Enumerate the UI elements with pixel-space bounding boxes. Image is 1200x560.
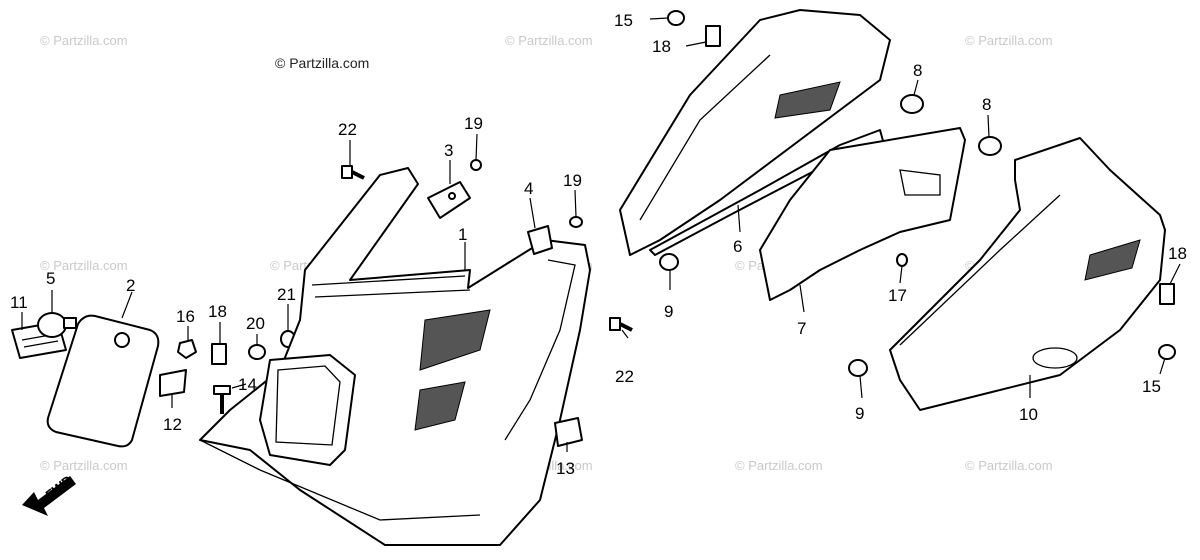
- watermark: © Partzilla.com: [965, 458, 1053, 473]
- part-9-nut-upper: [659, 253, 679, 271]
- callout-15-right: 15: [1142, 377, 1161, 396]
- part-16-nut: [177, 339, 197, 359]
- callout-2: 2: [126, 276, 135, 295]
- part-8-grommet-right: [978, 136, 1002, 156]
- callout-18-right: 18: [1168, 244, 1187, 263]
- part-20-grommet: [248, 344, 266, 360]
- part-17-grommet: [896, 253, 908, 267]
- callout-14: 14: [238, 375, 257, 394]
- callout-6: 6: [733, 237, 742, 256]
- callout-16: 16: [176, 307, 195, 326]
- callout-11: 11: [10, 293, 28, 312]
- callout-3: 3: [444, 141, 453, 160]
- part-18-clip-left: [211, 343, 227, 365]
- part-15-bolt-upper: [667, 10, 685, 26]
- callout-layer: 1 2 3 4 5 6 7 8 8 9 9 10 11 12 13 14 15 …: [10, 11, 1187, 478]
- callout-12: 12: [163, 415, 182, 434]
- callout-17: 17: [888, 286, 907, 305]
- part-22-bolt-lower: [609, 317, 633, 332]
- callout-9-lower: 9: [855, 404, 864, 423]
- callout-1: 1: [458, 225, 467, 244]
- copyright-label: © Partzilla.com: [275, 55, 369, 71]
- part-12-pad: [159, 369, 187, 397]
- callout-10: 10: [1019, 405, 1038, 424]
- callout-8-right: 8: [982, 95, 991, 114]
- callout-22-upper: 22: [338, 120, 357, 139]
- callout-18-left: 18: [208, 302, 227, 321]
- callout-20: 20: [246, 314, 265, 333]
- callout-22-lower: 22: [615, 367, 634, 386]
- part-15-bolt-right: [1158, 344, 1176, 360]
- part-2-lid: [46, 314, 160, 448]
- callout-21: 21: [277, 285, 296, 304]
- watermark: © Partzilla.com: [40, 458, 128, 473]
- part-13-pad: [554, 417, 583, 447]
- leader-lines: [21, 17, 1181, 452]
- callout-18-upper: 18: [652, 37, 671, 56]
- part-18-clip-right: [1159, 283, 1175, 305]
- part-14-screw: [213, 385, 231, 414]
- part-22-bolt-upper: [341, 165, 365, 180]
- callout-4: 4: [524, 179, 533, 198]
- part-5-knob: [37, 312, 77, 338]
- watermark: © Partzilla.com: [40, 33, 128, 48]
- watermark: © Partzilla.com: [40, 258, 128, 273]
- callout-19-upper: 19: [464, 114, 483, 133]
- watermark: © Partzilla.com: [505, 33, 593, 48]
- callout-13: 13: [556, 459, 575, 478]
- callout-7: 7: [797, 319, 806, 338]
- watermark: © Partzilla.com: [965, 33, 1053, 48]
- part-19-screw-right: [569, 216, 583, 228]
- callout-8-upper: 8: [913, 61, 922, 80]
- part-9-nut-lower: [848, 359, 868, 377]
- callout-15-upper: 15: [614, 11, 633, 30]
- part-1-front-cover: [199, 167, 591, 546]
- callout-9-upper: 9: [664, 302, 673, 321]
- part-18-clip-upper: [705, 25, 721, 47]
- callout-19-right: 19: [563, 171, 582, 190]
- part-8-grommet-upper: [900, 94, 924, 114]
- part-10-lower-cover: [889, 137, 1166, 411]
- part-3-bracket: [427, 181, 471, 219]
- watermark: © Partzilla.com: [735, 458, 823, 473]
- part-19-screw-upper: [470, 159, 482, 171]
- part-4-clamp: [527, 225, 553, 255]
- callout-5: 5: [46, 269, 55, 288]
- fwd-arrow: FWD: [22, 472, 76, 516]
- part-7-inner-panel: [759, 127, 966, 301]
